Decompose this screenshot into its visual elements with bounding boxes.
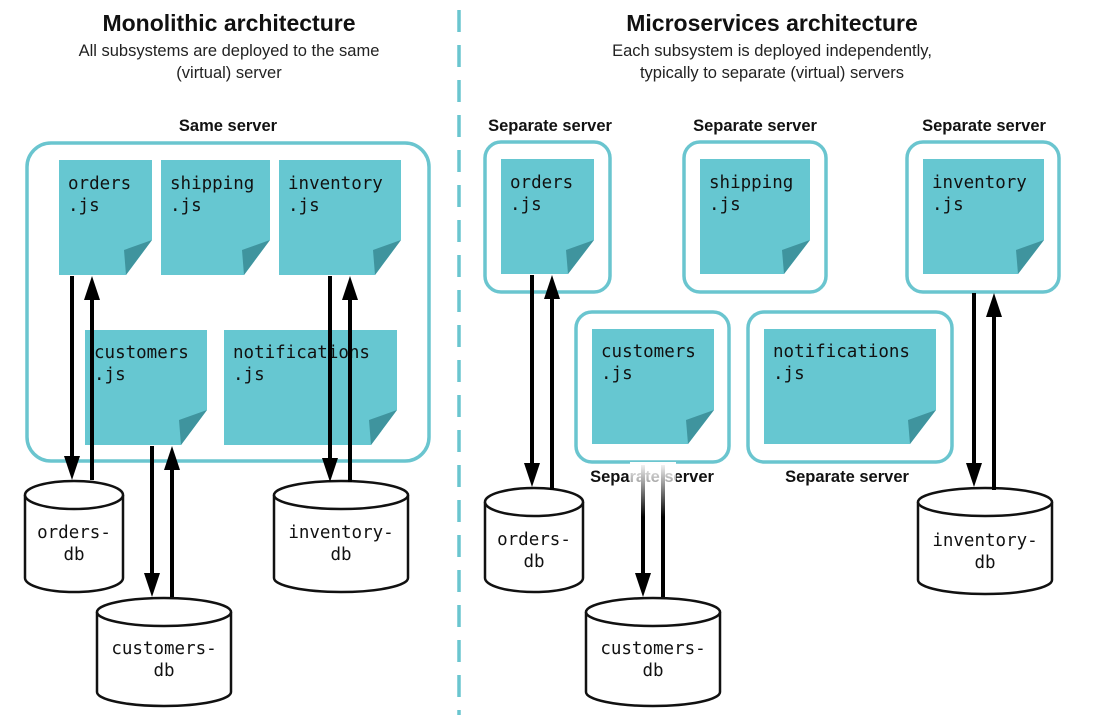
ms-server-label-inventory: Separate server [922,117,1046,135]
file-label-line1: shipping [709,173,793,193]
ms-file-shipping: shipping .js [700,159,810,274]
ms-db-orders: orders- db [483,486,585,594]
file-label-line2: .js [233,365,265,385]
mono-file-customers: customers .js [85,330,207,445]
db-label-line1: inventory- [288,523,393,543]
microservices-subtitle-line1: Each subsystem is deployed independently… [612,42,932,60]
ms-server-label-orders: Separate server [488,117,612,135]
db-label-line2: db [642,661,663,681]
arrow-head-down [144,573,160,597]
arrow-head-up [164,446,180,470]
file-label-line2: .js [709,195,741,215]
file-label-line1: inventory [932,173,1027,193]
mono-db-orders: orders- db [23,479,125,594]
file-label-line2: .js [170,196,202,216]
arrow-head-up [544,275,560,299]
arrow-head-up [342,276,358,300]
ms-server-label-notifications: Separate server [785,468,909,486]
db-label-line2: db [330,545,351,565]
file-label-line1: orders [510,173,573,193]
ms-arrows-customers [630,462,676,597]
db-label-line2: db [974,553,995,573]
ms-server-label-shipping: Separate server [693,117,817,135]
mono-arrows-customers [144,446,180,597]
file-label-line2: .js [510,195,542,215]
microservices-section: Microservices architecture Each subsyste… [483,10,1061,708]
mono-db-inventory: inventory- db [272,479,410,594]
file-label-line1: notifications [233,343,370,363]
file-label-line1: inventory [288,174,383,194]
arrow-head-down [635,573,651,597]
file-label-line2: .js [932,195,964,215]
file-label-line2: .js [601,364,633,384]
db-label-line2: db [63,545,84,565]
microservices-subtitle-line2: typically to separate (virtual) servers [640,64,904,82]
mono-arrows-inventory [322,276,358,482]
mono-file-orders: orders .js [59,160,152,275]
db-label-line1: inventory- [932,531,1037,551]
monolith-subtitle-line1: All subsystems are deployed to the same [79,42,380,60]
file-label-line1: shipping [170,174,254,194]
arrow-head-down [524,463,540,487]
ms-file-notifications: notifications .js [764,329,936,444]
mono-arrows-orders [64,276,100,480]
monolith-title: Monolithic architecture [102,10,355,36]
mono-db-customers: customers- db [95,596,233,708]
file-label-line1: notifications [773,342,910,362]
arrow-head-up [84,276,100,300]
ms-db-customers: customers- db [584,596,722,708]
arrow-head-down [64,456,80,480]
file-label-line1: customers [94,343,189,363]
ms-file-inventory: inventory .js [923,159,1044,274]
db-label-line2: db [523,552,544,572]
db-label-line1: customers- [111,639,216,659]
file-label-line1: orders [68,174,131,194]
file-label-line2: .js [94,365,126,385]
db-label-line1: orders- [497,530,571,550]
mono-file-inventory: inventory .js [279,160,401,275]
arrow-head-up [986,293,1002,317]
file-label-line1: customers [601,342,696,362]
monolith-section: Monolithic architecture All subsystems a… [23,10,431,708]
ms-arrows-orders [524,275,560,490]
file-label-line2: .js [288,196,320,216]
arrow-fade-overlay [630,462,676,517]
db-label-line2: db [153,661,174,681]
db-label-line1: customers- [600,639,705,659]
arrow-head-down [322,458,338,482]
ms-arrows-inventory [966,293,1002,490]
microservices-title: Microservices architecture [626,10,918,36]
db-label-line1: orders- [37,523,111,543]
ms-file-orders: orders .js [501,159,594,274]
file-label-line2: .js [773,364,805,384]
mono-file-shipping: shipping .js [161,160,270,275]
ms-file-customers: customers .js [592,329,714,444]
mono-file-notifications: notifications .js [224,330,397,445]
monolith-subtitle-line2: (virtual) server [176,64,282,82]
file-label-line2: .js [68,196,100,216]
ms-db-inventory: inventory- db [916,486,1054,596]
monolith-server-label: Same server [179,117,278,135]
arrow-head-down [966,463,982,487]
